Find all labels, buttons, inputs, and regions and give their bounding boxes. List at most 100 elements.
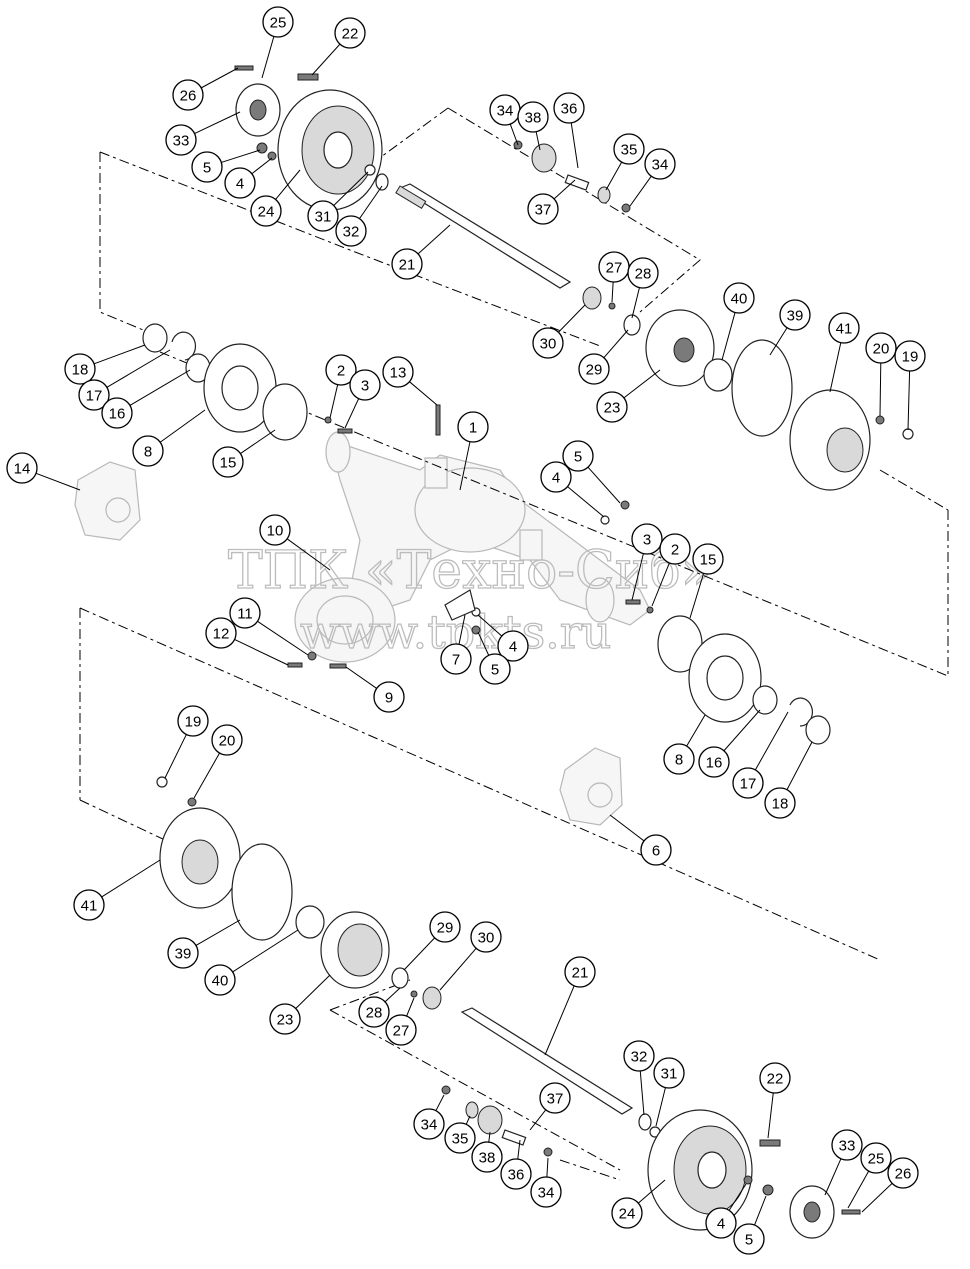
callout-label: 31 <box>315 209 332 226</box>
leader-line <box>637 1179 666 1204</box>
callout-circle <box>663 743 695 775</box>
callout-28: 28 <box>358 996 390 1028</box>
leader-line <box>359 185 383 219</box>
callout-label: 33 <box>839 1138 856 1155</box>
leader-line <box>535 131 541 151</box>
leader-line <box>558 304 586 333</box>
callout-label: 20 <box>219 733 236 750</box>
callout-label: 36 <box>561 101 578 118</box>
callout-33: 33 <box>831 1129 863 1161</box>
leader-line <box>345 666 377 689</box>
callout-2: 2 <box>659 533 691 565</box>
callout-circle <box>779 299 811 331</box>
callout-label: 18 <box>72 362 89 379</box>
callout-circle <box>471 1141 503 1173</box>
washer-5-centre <box>620 500 630 510</box>
callout-36: 36 <box>553 92 585 124</box>
callout-16: 16 <box>101 397 133 429</box>
washer-2-upper <box>324 416 332 424</box>
callout-label: 41 <box>836 321 853 338</box>
callout-label: 21 <box>399 257 416 274</box>
callout-circle <box>640 834 672 866</box>
callout-circle <box>101 397 133 429</box>
leader-line <box>567 486 605 518</box>
leader-line <box>907 370 911 431</box>
callout-34: 34 <box>644 148 676 180</box>
callout-label: 4 <box>552 470 560 487</box>
callout-circle <box>539 1082 571 1114</box>
brake-disc-8-lower <box>688 633 762 723</box>
leader-line <box>106 349 171 388</box>
wheel-hub-41-lower <box>159 807 241 909</box>
callout-label: 6 <box>652 843 660 860</box>
callout-3: 3 <box>631 523 663 555</box>
callout-circle <box>373 681 405 713</box>
differential-housing <box>294 577 396 663</box>
sun-gear-30-upper <box>582 286 602 310</box>
bolt-3-centre <box>625 599 641 605</box>
callout-15: 15 <box>212 446 244 478</box>
cover-33-lower <box>789 1185 835 1239</box>
callout-5: 5 <box>479 653 511 685</box>
spacer-32-lower <box>638 1113 652 1131</box>
callout-22: 22 <box>759 1062 791 1094</box>
callout-circle <box>653 1057 685 1089</box>
leader-line <box>754 1195 767 1226</box>
leader-line <box>609 814 645 842</box>
nut-4-lower <box>743 1175 753 1185</box>
callout-circle <box>894 340 926 372</box>
callout-circle <box>259 514 291 546</box>
leader-line <box>234 639 289 666</box>
callout-circle <box>177 705 209 737</box>
callout-label: 31 <box>661 1066 678 1083</box>
callout-circle <box>429 911 461 943</box>
leader-line <box>861 1182 893 1213</box>
callout-circle <box>527 193 559 225</box>
bearing-40-lower <box>295 905 325 939</box>
callout-19: 19 <box>177 705 209 737</box>
callout-8: 8 <box>663 743 695 775</box>
ring-16-lower <box>752 685 778 715</box>
callout-24: 24 <box>611 1197 643 1229</box>
callout-label: 3 <box>643 532 651 549</box>
callout-label: 20 <box>873 341 890 358</box>
ring-gear-23-upper <box>645 309 715 387</box>
callout-label: 35 <box>621 142 638 159</box>
callout-label: 8 <box>675 752 683 769</box>
callout-11: 11 <box>229 597 261 629</box>
callout-circle <box>191 151 223 183</box>
callout-circle <box>759 1062 791 1094</box>
callout-label: 41 <box>81 898 98 915</box>
callout-circle <box>578 353 610 385</box>
callout-27: 27 <box>385 1014 417 1046</box>
callout-20: 20 <box>211 724 243 756</box>
callout-circle <box>212 446 244 478</box>
leader-line <box>477 614 503 637</box>
callout-label: 27 <box>393 1023 410 1040</box>
callout-circle <box>385 1014 417 1046</box>
washer-5-lower <box>762 1184 774 1196</box>
callout-circle <box>250 195 282 227</box>
nut-19-lower <box>156 776 168 788</box>
callout-label: 23 <box>277 1012 294 1029</box>
callout-label: 30 <box>540 336 557 353</box>
callout-label: 38 <box>525 110 542 127</box>
pin-27-lower <box>410 990 418 998</box>
sun-gear-30-lower <box>422 986 442 1010</box>
callout-label: 28 <box>635 266 652 283</box>
leader-line <box>631 553 644 601</box>
callout-37: 37 <box>539 1082 571 1114</box>
nut-4-upper <box>267 151 277 161</box>
leader-line <box>164 734 187 779</box>
leader-line <box>200 67 239 89</box>
callout-30: 30 <box>470 921 502 953</box>
callout-5: 5 <box>191 151 223 183</box>
washer-2-centre <box>646 606 654 614</box>
callout-label: 38 <box>479 1150 496 1167</box>
leader-line <box>195 919 241 946</box>
callout-20: 20 <box>865 332 897 364</box>
callout-circle <box>204 964 236 996</box>
leader-line <box>754 711 789 771</box>
callout-label: 12 <box>213 626 230 643</box>
